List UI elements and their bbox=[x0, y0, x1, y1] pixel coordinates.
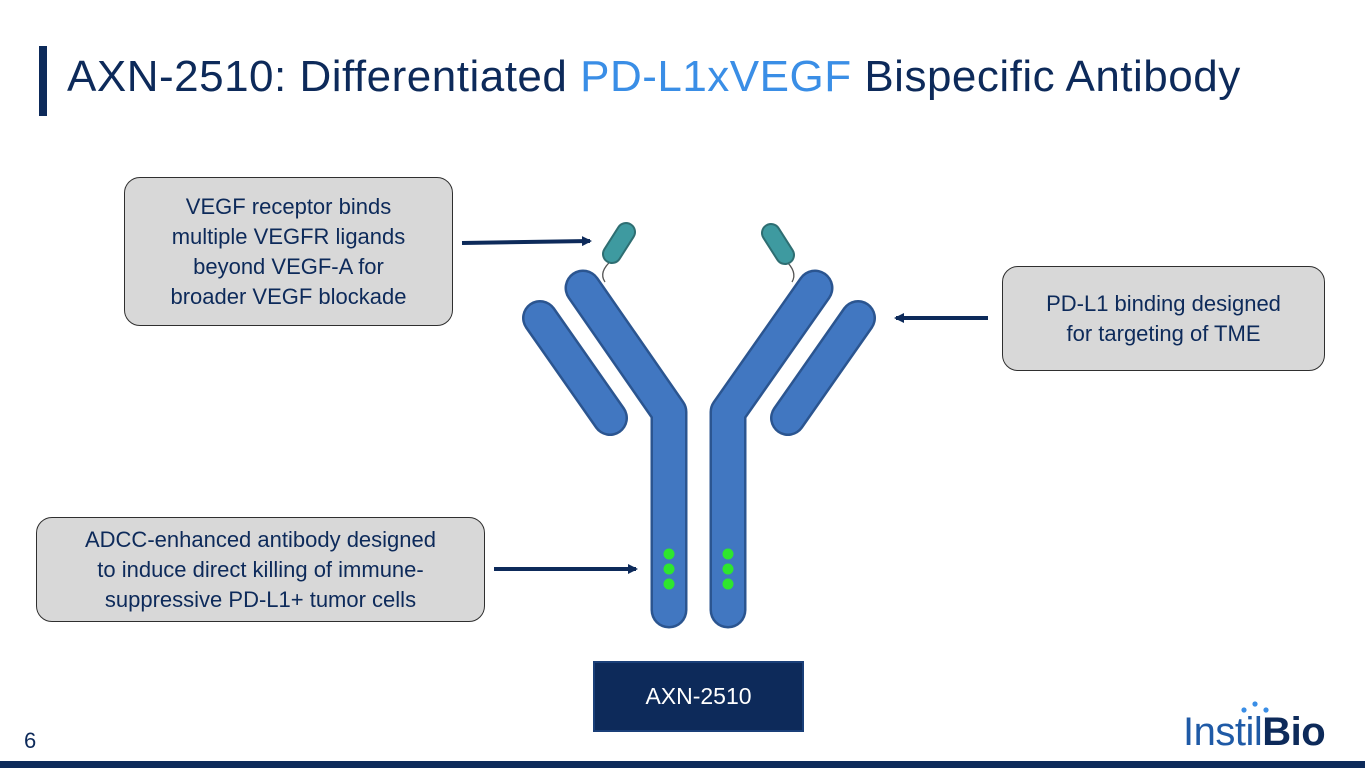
footer-bar bbox=[0, 761, 1365, 768]
vegf-callout: VEGF receptor binds multiple VEGFR ligan… bbox=[124, 177, 453, 326]
logo-dots-icon bbox=[1241, 701, 1269, 713]
fc-dot bbox=[722, 548, 734, 560]
adcc-callout-line: ADCC-enhanced antibody designed bbox=[84, 526, 436, 552]
adcc-callout-line: suppressive PD-L1+ tumor cells bbox=[104, 586, 417, 612]
fc-dot bbox=[663, 548, 675, 560]
adcc-callout-line: to induce direct killing of immune- bbox=[97, 556, 424, 582]
product-label: AXN-2510 bbox=[645, 683, 752, 709]
logo-part-bio: Bio bbox=[1262, 710, 1326, 754]
adcc-callout: ADCC-enhanced antibody designed to induc… bbox=[36, 517, 485, 622]
left-heavy-chain bbox=[567, 272, 685, 626]
vegf-callout-line: VEGF receptor binds bbox=[185, 193, 392, 219]
product-label-box: AXN-2510 bbox=[593, 661, 804, 732]
pdl1-callout: PD-L1 binding designed for targeting of … bbox=[1002, 266, 1325, 371]
fc-dot bbox=[663, 578, 675, 590]
left-vegf-trap bbox=[604, 224, 634, 262]
fc-dot bbox=[722, 578, 734, 590]
instilbio-logo: InstilBio bbox=[1183, 700, 1326, 760]
vegf-callout-line: multiple VEGFR ligands bbox=[171, 223, 406, 249]
title-accent-bar bbox=[39, 46, 47, 116]
left-light-chain bbox=[524, 302, 626, 434]
title-suffix: Bispecific Antibody bbox=[851, 52, 1241, 101]
right-heavy-chain bbox=[712, 272, 831, 626]
fc-dot bbox=[722, 563, 734, 575]
logo-wordmark: InstilBio bbox=[1183, 710, 1326, 755]
title-highlight: PD-L1xVEGF bbox=[580, 52, 852, 101]
vegf-callout-line: beyond VEGF-A for bbox=[193, 253, 384, 279]
title-prefix: AXN-2510: Differentiated bbox=[67, 52, 581, 101]
right-light-chain bbox=[772, 302, 874, 434]
right-vegf-trap bbox=[763, 225, 793, 263]
vegf-callout-line: broader VEGF blockade bbox=[170, 283, 407, 309]
vegf-arrow bbox=[461, 236, 592, 247]
fc-dot bbox=[663, 563, 675, 575]
pdl1-callout-line: for targeting of TME bbox=[1066, 320, 1261, 346]
slide-title: AXN-2510: Differentiated PD-L1xVEGF Bisp… bbox=[67, 52, 1241, 102]
logo-part-instil: Instil bbox=[1183, 710, 1263, 754]
pdl1-callout-line: PD-L1 binding designed bbox=[1046, 290, 1281, 316]
page-number: 6 bbox=[24, 728, 37, 753]
